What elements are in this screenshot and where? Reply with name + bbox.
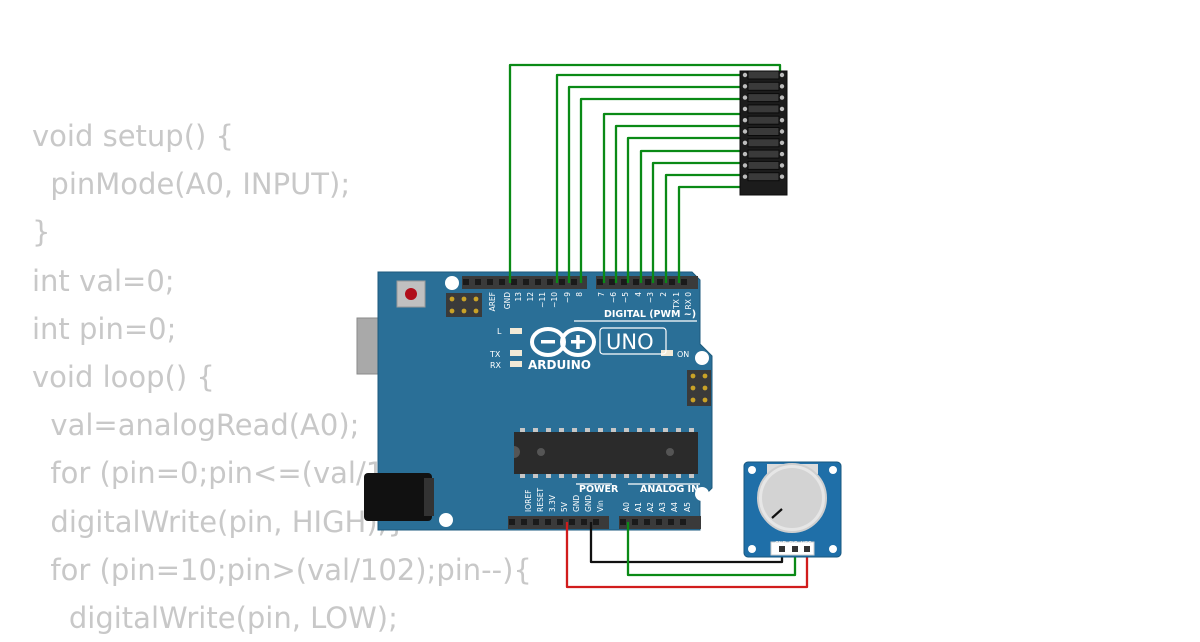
code-line: void setup() {	[32, 119, 234, 153]
led-segment	[747, 70, 780, 80]
svg-text:TX: TX	[489, 350, 501, 359]
power-pin-label: RESET	[536, 488, 545, 512]
led-segment	[747, 115, 780, 125]
wire-d6	[602, 112, 745, 283]
digital-pin-label: ~11	[538, 292, 547, 308]
digital-pin-label: 8	[575, 292, 584, 297]
wire-d1	[664, 173, 745, 283]
code-line: pinMode(A0, INPUT);	[32, 167, 351, 202]
analog-pin-label: A0	[622, 502, 631, 512]
code-line: digitalWrite(pin, LOW);	[32, 600, 398, 635]
wire-signal-a0	[626, 522, 797, 577]
led-segment	[747, 160, 780, 170]
mounting-hole	[445, 276, 459, 290]
wires	[508, 63, 809, 589]
analog-pin-label: A2	[646, 502, 655, 512]
digital-pin-label: ~9	[563, 292, 572, 303]
power-header-label: POWER	[579, 484, 619, 495]
code-line: int val=0;	[32, 263, 175, 298]
svg-text:GND: GND	[775, 541, 787, 547]
arduino-logo-icon	[530, 327, 596, 357]
svg-text:VCC: VCC	[801, 541, 812, 547]
led-segment	[747, 81, 780, 91]
code-line: int pin=0;	[32, 311, 177, 346]
svg-text:SIG: SIG	[789, 541, 798, 547]
analog-pin-label: A4	[670, 502, 679, 512]
power-pin-label: GND	[572, 495, 581, 512]
mounting-hole	[439, 513, 453, 527]
digital-pin-label: ~5	[621, 292, 630, 303]
digital-pin-label: 12	[526, 292, 535, 302]
digital-pin-label: 4	[634, 292, 643, 297]
model-badge	[599, 327, 667, 355]
led-on	[661, 350, 673, 356]
led-segment	[747, 138, 780, 148]
svg-text:RX: RX	[490, 361, 502, 370]
led-bar-graph[interactable]	[739, 70, 788, 196]
svg-text:L: L	[497, 327, 502, 336]
power-pin-label: IOREF	[524, 490, 533, 512]
svg-text:ON: ON	[677, 350, 689, 359]
code-line: void loop() {	[32, 359, 215, 394]
wire-d0	[677, 185, 745, 283]
led-segment	[747, 172, 780, 182]
code-line: for (pin=10;pin>(val/102);pin--){	[32, 552, 532, 587]
brand-label: ARDUINO	[528, 358, 591, 372]
wire-d5	[614, 124, 745, 283]
wire-d2	[651, 161, 745, 283]
led-segment	[747, 127, 780, 136]
led-l	[510, 328, 522, 334]
power-pin-label: GND	[584, 495, 593, 512]
digital-pin-label: 13	[514, 292, 523, 302]
analog-header-label: ANALOG IN	[640, 484, 699, 495]
led-segment	[747, 149, 780, 159]
led-segment	[747, 104, 780, 114]
potentiometer-module[interactable]: GND SIG VCC	[743, 461, 842, 558]
digital-pin-label: 7	[597, 292, 606, 297]
wire-d3	[639, 149, 745, 283]
power-pin-label: 5V	[560, 501, 569, 512]
wire-d7	[579, 97, 745, 283]
power-pin-label: 3.3V	[548, 494, 557, 512]
dc-power-jack	[364, 473, 432, 521]
analog-pin-label: A3	[658, 502, 667, 512]
digital-pin-label: 2	[659, 292, 668, 297]
digital-pin-label: ~6	[609, 292, 618, 303]
digital-pin-label: RX 0	[684, 292, 693, 310]
icsp-header	[687, 370, 711, 406]
mounting-hole	[695, 487, 709, 501]
digital-pin-label: ~3	[646, 292, 655, 303]
wire-d9	[555, 73, 745, 283]
digital-pin-label: AREF	[488, 292, 497, 311]
digital-pin-label: GND	[503, 292, 512, 309]
power-pin-label: Vin	[596, 500, 605, 512]
wire-d8	[567, 85, 745, 283]
digital-pin-label: ~10	[550, 292, 559, 308]
analog-pin-label: A5	[683, 502, 692, 512]
icsp-header	[446, 293, 482, 317]
wire-5v	[565, 522, 809, 589]
analog-pin-label: A1	[634, 502, 643, 512]
model-label: UNO	[606, 330, 654, 354]
microcontroller-chip	[514, 428, 698, 478]
digital-pin-label: TX 1	[672, 292, 681, 310]
led-rx	[510, 361, 522, 367]
led-segment	[747, 93, 780, 103]
wire-d4	[626, 136, 745, 283]
code-line: val=analogRead(A0);	[32, 408, 360, 443]
code-line: }	[32, 215, 51, 250]
digital-header-label: DIGITAL (PWM ~)	[604, 309, 696, 320]
mounting-hole	[695, 351, 709, 365]
code-editor-background: void setup() { pinMode(A0, INPUT);} int v…	[32, 112, 565, 642]
led-tx	[510, 350, 522, 356]
